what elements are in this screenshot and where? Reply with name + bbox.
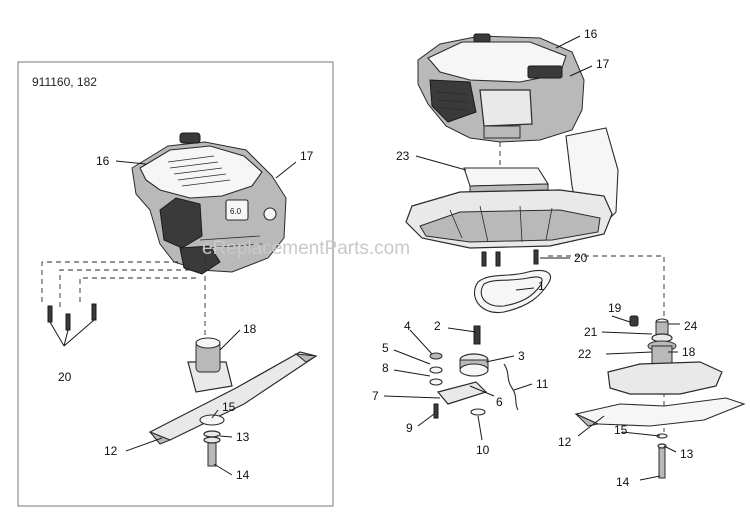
inset-panel: 911160, 182 6.0 xyxy=(17,61,334,507)
main-callout-7: 7 xyxy=(372,389,379,403)
inset-callout-20: 20 xyxy=(58,370,72,384)
main-engine-spacer xyxy=(463,167,549,193)
inset-model-caption: 911160, 182 xyxy=(32,75,97,89)
main-assembly: 16 17 23 20 1 2 4 3 5 8 7 6 11 9 10 19 2… xyxy=(372,27,746,489)
main-callout-21: 21 xyxy=(584,325,598,339)
main-callout-18: 18 xyxy=(682,345,696,359)
main-callout-24: 24 xyxy=(684,319,698,333)
main-idler-pulley-assembly xyxy=(429,325,519,419)
main-callout-1: 1 xyxy=(538,279,545,293)
main-mower-deck xyxy=(405,127,619,249)
main-callout-13: 13 xyxy=(680,447,694,461)
main-callout-20: 20 xyxy=(574,251,588,265)
inset-leader-lines xyxy=(49,160,297,476)
main-callout-9: 9 xyxy=(406,421,413,435)
main-callout-23: 23 xyxy=(396,149,410,163)
inset-engine-bolts xyxy=(47,303,97,331)
main-deck-bolts xyxy=(481,249,539,267)
main-callout-3: 3 xyxy=(518,349,525,363)
svg-text:6.0: 6.0 xyxy=(230,207,242,216)
inset-callout-14: 14 xyxy=(236,468,250,482)
inset-engine-illustration: 6.0 xyxy=(131,132,287,275)
main-blade-adapter-assembly xyxy=(574,315,746,479)
inset-callout-12: 12 xyxy=(104,444,118,458)
main-callout-12: 12 xyxy=(558,435,572,449)
inset-blade-adapter xyxy=(187,337,233,393)
inset-alignment-lines xyxy=(41,258,206,340)
inset-callout-15: 15 xyxy=(222,400,236,414)
main-drive-belt xyxy=(473,269,552,314)
inset-blade-hardware xyxy=(199,414,225,467)
main-engine-illustration xyxy=(417,33,585,143)
inset-blade xyxy=(148,351,318,445)
main-callout-6: 6 xyxy=(496,395,503,409)
inset-frame xyxy=(17,61,334,507)
main-callout-17: 17 xyxy=(596,57,610,71)
main-callout-2: 2 xyxy=(434,319,441,333)
main-callout-15: 15 xyxy=(614,423,628,437)
main-blade-alignment xyxy=(548,255,665,432)
inset-callout-16: 16 xyxy=(96,154,110,168)
main-callout-22: 22 xyxy=(578,347,592,361)
inset-callout-17: 17 xyxy=(300,149,314,163)
main-leader-lines xyxy=(383,35,680,481)
main-callout-5: 5 xyxy=(382,341,389,355)
main-callout-14: 14 xyxy=(616,475,630,489)
main-callout-8: 8 xyxy=(382,361,389,375)
main-callout-19: 19 xyxy=(608,301,622,315)
main-callout-16: 16 xyxy=(584,27,598,41)
main-callout-4: 4 xyxy=(404,319,411,333)
main-callout-11: 11 xyxy=(536,377,549,391)
watermark-text: eReplacementParts.com xyxy=(202,238,410,259)
inset-callout-13: 13 xyxy=(236,430,250,444)
main-callout-10: 10 xyxy=(476,443,490,457)
inset-callout-18: 18 xyxy=(243,322,257,336)
